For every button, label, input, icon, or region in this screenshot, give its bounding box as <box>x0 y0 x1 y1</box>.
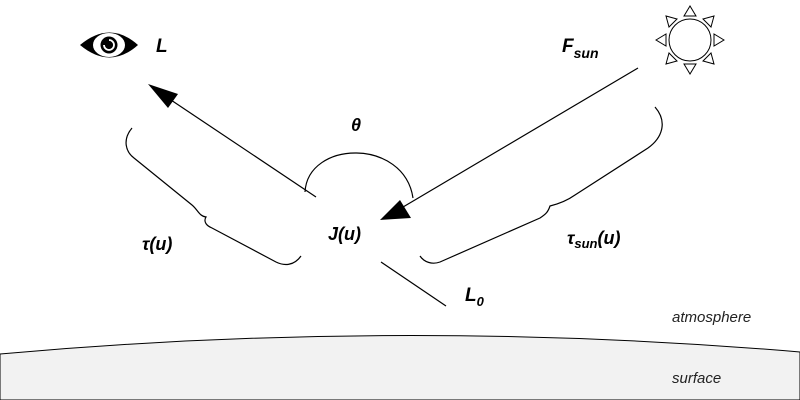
scattering-angle-arc <box>304 152 414 199</box>
surface-region <box>0 334 800 400</box>
sun-icon <box>655 5 725 75</box>
tau-sun-label: τsun(u) <box>567 228 620 251</box>
surface-radiance-label: L0 <box>465 285 485 309</box>
surface-label: surface <box>672 370 721 387</box>
solar-ray <box>397 67 639 211</box>
view-ray-arrowhead <box>148 84 178 108</box>
source-function-label: J(u) <box>328 224 361 244</box>
observer-radiance-label: L <box>156 36 168 57</box>
tau-view-brace <box>125 127 302 266</box>
view-ray <box>164 95 317 198</box>
surface-radiance-line <box>380 261 447 307</box>
solar-flux-label: Fsun <box>562 36 599 61</box>
scattering-angle-label: θ <box>351 115 361 135</box>
tau-sun-brace <box>419 106 663 264</box>
solar-ray-arrowhead <box>380 200 411 220</box>
atmosphere-label: atmosphere <box>672 309 751 326</box>
eye-icon <box>80 32 138 58</box>
tau-view-label: τ(u) <box>142 234 172 254</box>
